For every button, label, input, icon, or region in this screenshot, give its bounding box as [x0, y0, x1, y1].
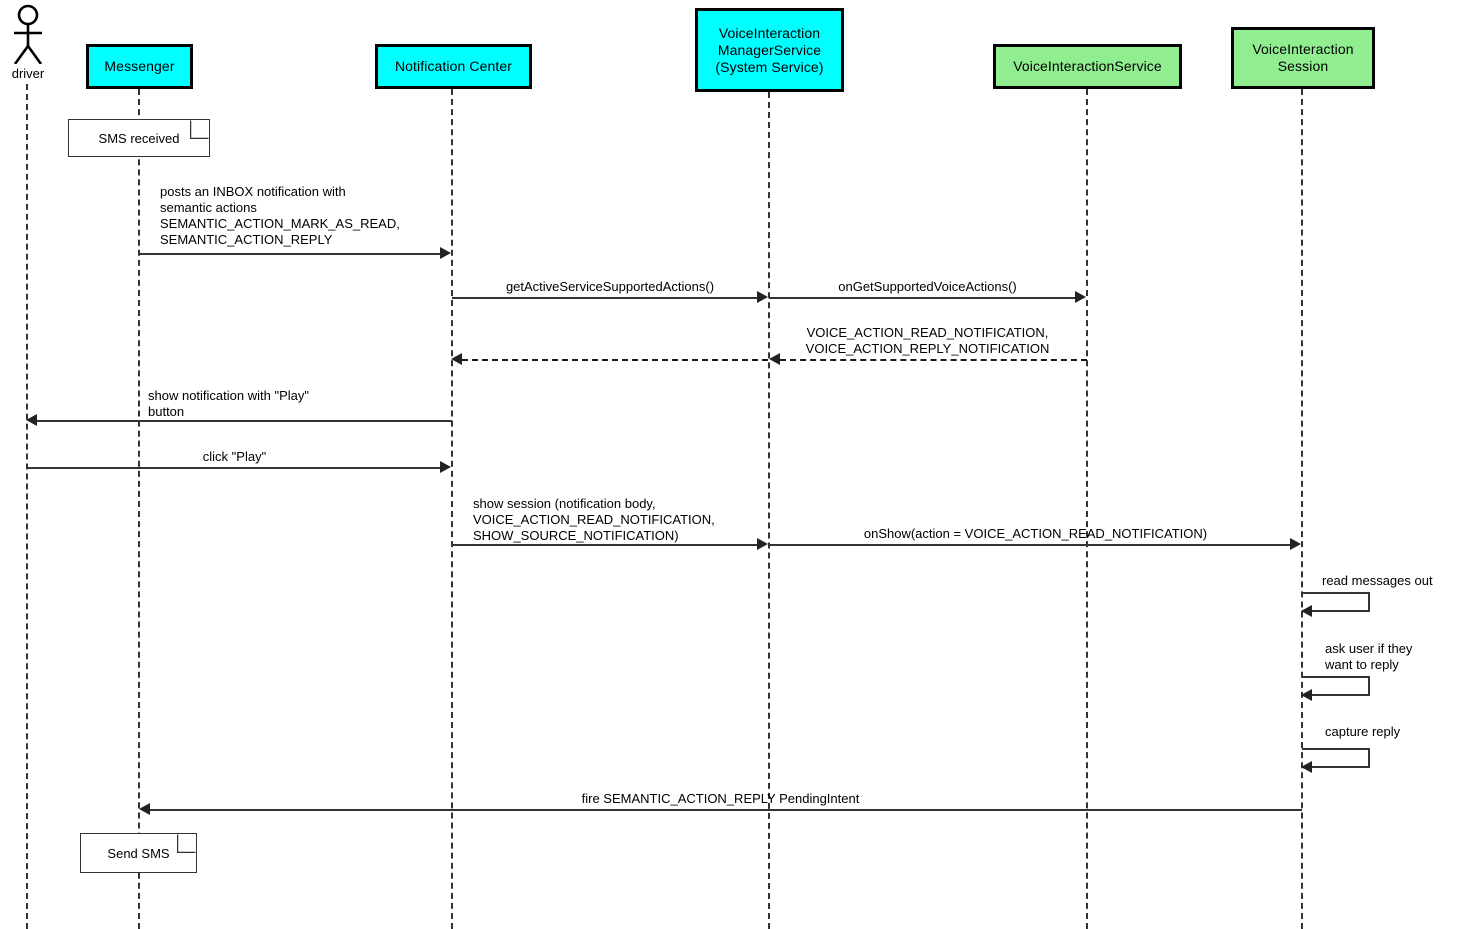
message-arrowhead-m7: [440, 461, 451, 473]
message-line-m6: [37, 420, 452, 422]
message-arrowhead-m1: [440, 247, 451, 259]
message-line-m3: [769, 297, 1076, 299]
message-line-m10: [150, 809, 1302, 811]
lifeline-notification-center: [451, 89, 453, 929]
message-label-m9: onShow(action = VOICE_ACTION_READ_NOTIFI…: [863, 526, 1208, 541]
message-label-m6: show notification with "Play" button: [148, 388, 309, 419]
participant-notification-center-label: Notification Center: [394, 58, 513, 74]
message-line-m5: [462, 359, 768, 361]
participant-messenger[interactable]: Messenger: [86, 44, 193, 89]
selfcall-loop-s1: [1302, 592, 1370, 612]
message-arrowhead-m6: [26, 414, 37, 426]
note-fold-icon-2: [178, 834, 196, 852]
note-fold-line-icon: [190, 120, 209, 139]
participant-vims-label: VoiceInteraction ManagerService (System …: [715, 24, 824, 75]
message-line-m1: [139, 253, 442, 255]
message-arrowhead-m10: [139, 803, 150, 815]
selfcall-arrowhead-s1: [1301, 605, 1312, 617]
participant-vis-label: VoiceInteractionService: [1013, 58, 1162, 74]
lifeline-vims: [768, 92, 770, 929]
note-send-sms: Send SMS: [80, 833, 197, 873]
stick-figure-actor-icon: [13, 4, 43, 64]
message-line-m2: [452, 297, 758, 299]
message-label-m7: click "Play": [202, 449, 267, 464]
selfcall-arrowhead-s2: [1301, 689, 1312, 701]
message-label-m1: posts an INBOX notification with semanti…: [160, 184, 400, 247]
message-line-m7: [27, 467, 441, 469]
message-arrowhead-m9: [1290, 538, 1301, 550]
message-label-m3: onGetSupportedVoiceActions(): [838, 279, 1017, 294]
message-arrowhead-m8: [757, 538, 768, 550]
participant-voiceinteraction-session[interactable]: VoiceInteraction Session: [1231, 27, 1375, 89]
message-arrowhead-m4: [769, 353, 780, 365]
message-line-m9: [769, 544, 1291, 546]
selfcall-label-s3: capture reply: [1325, 724, 1401, 739]
message-label-m8: show session (notification body, VOICE_A…: [473, 496, 715, 543]
note-sms-received-text: SMS received: [98, 130, 180, 146]
message-line-m4: [780, 359, 1087, 361]
lifeline-vsession: [1301, 89, 1303, 929]
lifeline-vis: [1086, 89, 1088, 929]
note-fold-icon: [191, 120, 209, 138]
selfcall-loop-s3: [1302, 748, 1370, 768]
participant-voiceinteraction-manager-service[interactable]: VoiceInteraction ManagerService (System …: [695, 8, 844, 92]
lifeline-messenger: [138, 89, 140, 929]
message-label-m10: fire SEMANTIC_ACTION_REPLY PendingIntent: [581, 791, 860, 806]
message-label-m2: getActiveServiceSupportedActions(): [505, 279, 715, 294]
message-arrowhead-m5: [451, 353, 462, 365]
lifeline-driver: [26, 84, 28, 929]
actor-label-driver: driver: [11, 66, 45, 81]
note-send-sms-text: Send SMS: [107, 845, 170, 861]
selfcall-label-s2: ask user if they want to reply: [1325, 641, 1413, 672]
selfcall-arrowhead-s3: [1301, 761, 1312, 773]
participant-messenger-label: Messenger: [104, 58, 175, 74]
participant-voiceinteraction-service[interactable]: VoiceInteractionService: [993, 44, 1182, 89]
message-arrowhead-m2: [757, 291, 768, 303]
participant-notification-center[interactable]: Notification Center: [375, 44, 532, 89]
selfcall-loop-s2: [1302, 676, 1370, 696]
message-label-m4: VOICE_ACTION_READ_NOTIFICATION, VOICE_AC…: [805, 325, 1050, 356]
participant-vsession-label: VoiceInteraction Session: [1252, 41, 1354, 74]
message-arrowhead-m3: [1075, 291, 1086, 303]
note-fold-line-icon-2: [177, 834, 196, 853]
note-sms-received: SMS received: [68, 119, 210, 157]
selfcall-label-s1: read messages out: [1322, 573, 1433, 588]
message-line-m8: [452, 544, 758, 546]
